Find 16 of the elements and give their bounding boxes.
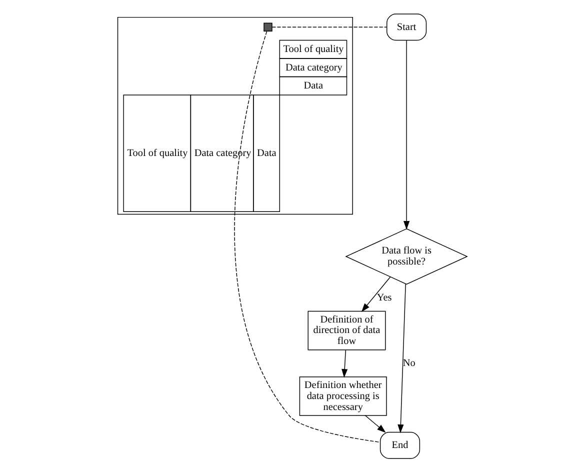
cluster: Tool of quality Data category Data Tool of quality Data category Data [117,16,353,215]
arrow [403,40,410,230]
node-box: Definition of direction of data flow [308,310,386,350]
connector [272,26,388,28]
node-box: Start [386,14,427,41]
arrow [361,276,391,312]
node-box [264,22,272,32]
node-box: End [380,432,420,459]
arrow [342,350,348,378]
node-box: Definition whether data processing is necessary [299,376,387,416]
connector [234,30,381,443]
edge-label: Yes [376,292,392,304]
arrow [398,284,406,434]
node-diamond: Data flow is possible? [345,228,468,285]
edge-label: No [402,358,416,370]
arrow [364,415,386,433]
